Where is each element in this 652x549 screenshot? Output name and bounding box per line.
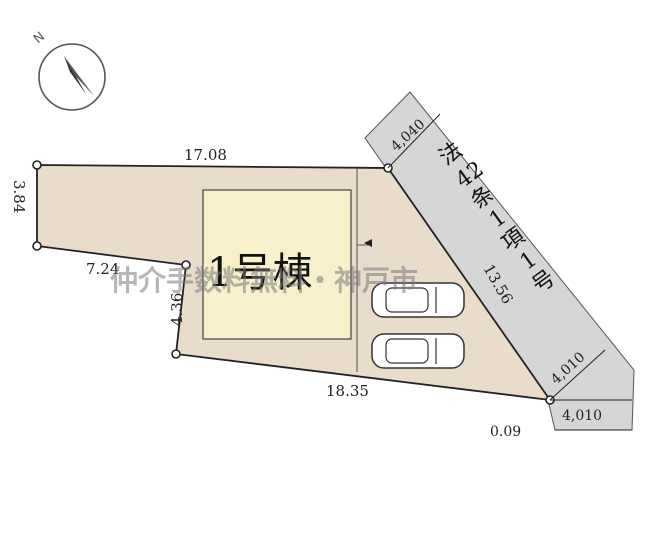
road-width-line: [549, 349, 606, 401]
road-width-line: [387, 113, 441, 169]
building-footprint: [202, 189, 352, 340]
north-arrow-icon: N: [31, 29, 106, 111]
building-label: 1号棟: [207, 250, 312, 296]
dim-top: 17.08: [184, 146, 227, 164]
dim-inner-step: 7.24: [86, 260, 119, 278]
dim-left-upper: 3.84: [10, 180, 28, 213]
svg-text:N: N: [31, 29, 48, 47]
dim-bottom: 18.35: [326, 382, 369, 400]
dim-left-lower: 4.36: [168, 293, 186, 326]
car-icon: [371, 282, 465, 318]
watermark: 仲介手数料無料・神戸市: [110, 264, 418, 297]
corner-point: [32, 160, 42, 170]
corner-point: [181, 260, 191, 270]
car-icon: [371, 333, 465, 369]
corner-point: [32, 241, 42, 251]
corner-point: [171, 349, 181, 359]
entrance-marker: [364, 239, 372, 247]
dim-corner: 0.09: [490, 424, 521, 440]
road-width-extension: 4,010: [562, 408, 602, 424]
